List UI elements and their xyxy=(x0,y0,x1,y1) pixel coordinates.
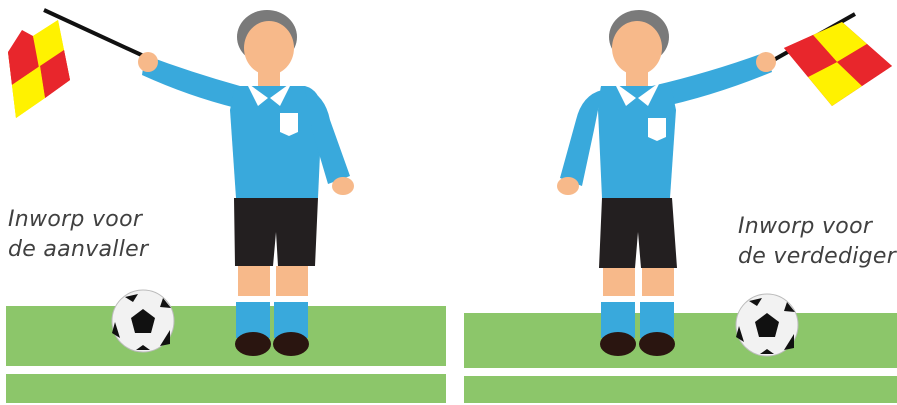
panel-defender: Inworp voor de verdediger xyxy=(452,0,897,405)
ball-icon xyxy=(112,290,174,352)
flag-icon xyxy=(770,14,892,106)
referee-figure xyxy=(452,0,897,405)
referee-figure xyxy=(0,0,448,405)
panel-attacker: Inworp voor de aanvaller xyxy=(0,0,448,405)
flag-icon xyxy=(8,10,148,118)
ball-icon xyxy=(736,294,798,356)
